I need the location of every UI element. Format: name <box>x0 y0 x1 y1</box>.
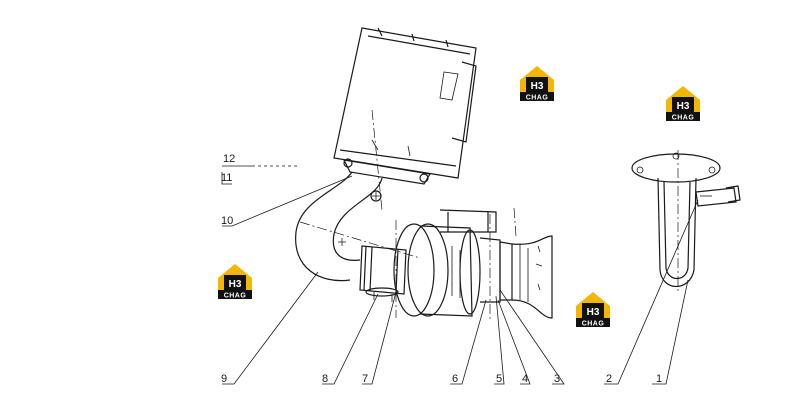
callout-2: 2 <box>606 373 612 385</box>
watermark-logo: H3 CHAG <box>218 264 252 300</box>
callout-10: 10 <box>221 215 233 227</box>
svg-text:H3: H3 <box>229 279 242 290</box>
intake-hose <box>295 171 421 282</box>
callout-9: 9 <box>221 373 227 385</box>
svg-text:CHAG: CHAG <box>672 115 695 122</box>
callout-8: 8 <box>322 373 328 385</box>
svg-text:CHAG: CHAG <box>526 95 549 102</box>
watermark-logo: H3 CHAG <box>520 66 554 102</box>
leader-lines <box>221 165 699 385</box>
hose-clamp <box>359 245 407 302</box>
callout-3: 3 <box>554 373 560 385</box>
callout-6: 6 <box>452 373 458 385</box>
svg-text:H3: H3 <box>531 81 544 92</box>
svg-text:H3: H3 <box>677 101 690 112</box>
turbocharger <box>393 209 501 320</box>
watermark-logo: H3 CHAG <box>576 292 610 328</box>
outlet-flange <box>499 207 553 319</box>
svg-text:CHAG: CHAG <box>582 321 605 328</box>
support-bracket <box>631 150 741 292</box>
svg-text:CHAG: CHAG <box>224 293 247 300</box>
callout-7: 7 <box>362 373 368 385</box>
callout-5: 5 <box>496 373 502 385</box>
callout-12: 12 <box>223 153 235 165</box>
callout-labels: 1 2 3 4 5 6 7 8 9 10 11 12 <box>221 153 662 385</box>
callout-1: 1 <box>656 373 662 385</box>
watermark-logo: H3 CHAG <box>666 86 700 122</box>
callout-4: 4 <box>522 373 528 385</box>
air-filter <box>333 27 477 211</box>
svg-text:H3: H3 <box>587 307 600 318</box>
callout-11: 11 <box>221 172 232 184</box>
